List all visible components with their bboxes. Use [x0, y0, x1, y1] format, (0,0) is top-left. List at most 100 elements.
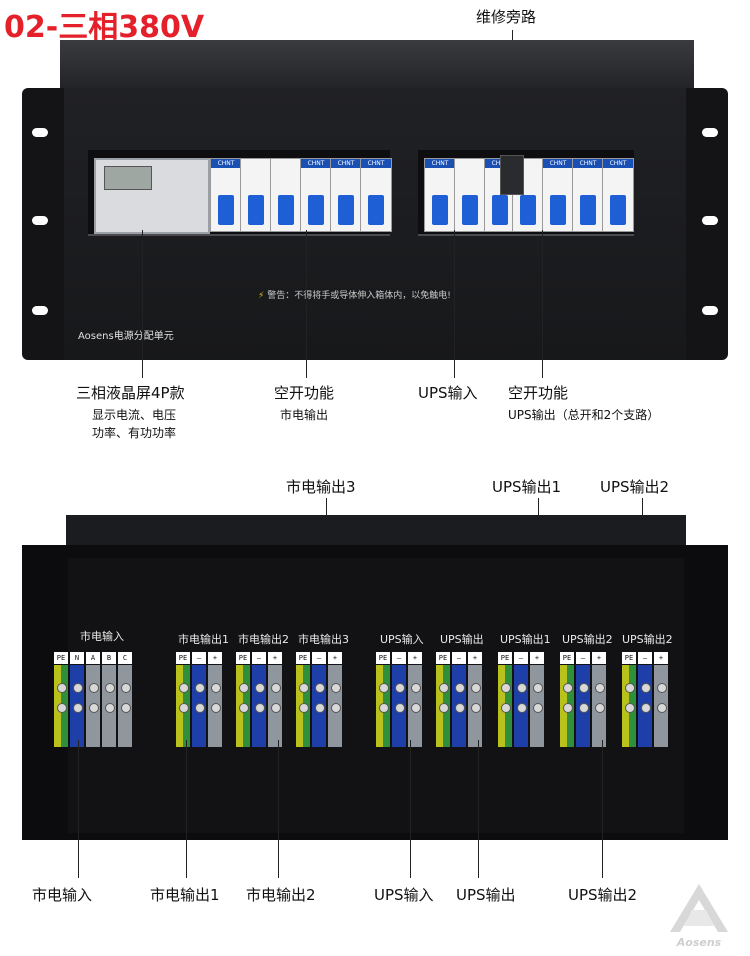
- terminal-2[interactable]: +: [654, 652, 668, 747]
- breaker-mains-out1[interactable]: CHNT: [300, 158, 332, 232]
- terminal-2[interactable]: +: [408, 652, 422, 747]
- breaker-ups-out1[interactable]: CHNT: [542, 158, 574, 232]
- terminal-1[interactable]: —: [312, 652, 326, 747]
- terminal-screw[interactable]: [625, 683, 635, 693]
- terminal-2[interactable]: +: [208, 652, 222, 747]
- terminal-0[interactable]: PE: [560, 652, 574, 747]
- terminal-screw[interactable]: [315, 683, 325, 693]
- terminal-screw[interactable]: [105, 683, 115, 693]
- terminal-0[interactable]: PE: [498, 652, 512, 747]
- terminal-screw[interactable]: [179, 703, 189, 713]
- terminal-1[interactable]: N: [70, 652, 84, 747]
- terminal-screw[interactable]: [517, 683, 527, 693]
- terminal-1[interactable]: —: [192, 652, 206, 747]
- terminal-screw[interactable]: [89, 683, 99, 693]
- terminal-screw[interactable]: [641, 703, 651, 713]
- terminal-1[interactable]: —: [514, 652, 528, 747]
- breaker-mains-main[interactable]: CHNT: [210, 158, 242, 232]
- terminal-screw[interactable]: [579, 703, 589, 713]
- terminal-screw[interactable]: [517, 703, 527, 713]
- terminal-screw[interactable]: [533, 683, 543, 693]
- terminal-screw[interactable]: [315, 703, 325, 713]
- terminal-screw[interactable]: [255, 683, 265, 693]
- maintenance-bypass-switch[interactable]: [500, 155, 524, 195]
- terminal-2[interactable]: +: [328, 652, 342, 747]
- terminal-screw[interactable]: [501, 703, 511, 713]
- terminal-1[interactable]: —: [638, 652, 652, 747]
- terminal-screw[interactable]: [195, 683, 205, 693]
- terminal-1[interactable]: —: [252, 652, 266, 747]
- terminal-1[interactable]: —: [576, 652, 590, 747]
- terminal-screw[interactable]: [563, 683, 573, 693]
- breaker-ups-main-pole2[interactable]: [512, 158, 544, 232]
- breaker-ups-out3[interactable]: CHNT: [602, 158, 634, 232]
- terminal-3[interactable]: B: [102, 652, 116, 747]
- terminal-screw[interactable]: [411, 703, 421, 713]
- terminal-2[interactable]: A: [86, 652, 100, 747]
- terminal-screw[interactable]: [501, 683, 511, 693]
- terminal-screw[interactable]: [379, 683, 389, 693]
- terminal-0[interactable]: PE: [54, 652, 68, 747]
- terminal-screw[interactable]: [271, 683, 281, 693]
- terminal-screw[interactable]: [239, 683, 249, 693]
- terminal-screw[interactable]: [641, 683, 651, 693]
- breaker-ups-out2[interactable]: CHNT: [572, 158, 604, 232]
- terminal-screw[interactable]: [657, 683, 667, 693]
- terminal-screw[interactable]: [657, 703, 667, 713]
- terminal-0[interactable]: PE: [622, 652, 636, 747]
- terminal-screw[interactable]: [211, 683, 221, 693]
- terminal-screw[interactable]: [211, 703, 221, 713]
- terminal-2[interactable]: +: [530, 652, 544, 747]
- terminal-screw[interactable]: [299, 703, 309, 713]
- breaker-ups-in-pole2[interactable]: [454, 158, 486, 232]
- terminal-screw[interactable]: [395, 703, 405, 713]
- terminal-screw[interactable]: [395, 683, 405, 693]
- terminal-0[interactable]: PE: [236, 652, 250, 747]
- terminal-screw[interactable]: [299, 683, 309, 693]
- terminal-0[interactable]: PE: [296, 652, 310, 747]
- terminal-screw[interactable]: [439, 703, 449, 713]
- terminal-screw[interactable]: [379, 703, 389, 713]
- terminal-screw[interactable]: [73, 703, 83, 713]
- terminal-screw[interactable]: [579, 683, 589, 693]
- terminal-screw[interactable]: [57, 703, 67, 713]
- terminal-screw[interactable]: [255, 703, 265, 713]
- terminal-screw[interactable]: [195, 703, 205, 713]
- terminal-screw[interactable]: [563, 703, 573, 713]
- terminal-2[interactable]: +: [592, 652, 606, 747]
- terminal-0[interactable]: PE: [436, 652, 450, 747]
- terminal-1[interactable]: —: [452, 652, 466, 747]
- terminal-screw[interactable]: [595, 703, 605, 713]
- terminal-screw[interactable]: [105, 703, 115, 713]
- terminal-screw[interactable]: [439, 683, 449, 693]
- terminal-screw[interactable]: [331, 703, 341, 713]
- terminal-screw[interactable]: [179, 683, 189, 693]
- breaker-ups-in[interactable]: CHNT: [424, 158, 456, 232]
- terminal-screw[interactable]: [455, 683, 465, 693]
- terminal-screw[interactable]: [331, 683, 341, 693]
- breaker-mains-main-pole2[interactable]: [240, 158, 272, 232]
- terminal-screw[interactable]: [121, 683, 131, 693]
- terminal-2[interactable]: +: [468, 652, 482, 747]
- terminal-screw[interactable]: [57, 683, 67, 693]
- terminal-2[interactable]: +: [268, 652, 282, 747]
- terminal-4[interactable]: C: [118, 652, 132, 747]
- page-title: 02-三相380V: [4, 10, 205, 45]
- terminal-screw[interactable]: [471, 683, 481, 693]
- terminal-1[interactable]: —: [392, 652, 406, 747]
- terminal-screw[interactable]: [121, 703, 131, 713]
- terminal-screw[interactable]: [595, 683, 605, 693]
- terminal-screw[interactable]: [471, 703, 481, 713]
- terminal-screw[interactable]: [625, 703, 635, 713]
- breaker-mains-out3[interactable]: CHNT: [360, 158, 392, 232]
- terminal-screw[interactable]: [239, 703, 249, 713]
- terminal-screw[interactable]: [411, 683, 421, 693]
- terminal-screw[interactable]: [533, 703, 543, 713]
- terminal-screw[interactable]: [455, 703, 465, 713]
- terminal-screw[interactable]: [73, 683, 83, 693]
- rear-callout-mains-in: 市电输入: [32, 886, 93, 904]
- terminal-screw[interactable]: [89, 703, 99, 713]
- terminal-0[interactable]: PE: [176, 652, 190, 747]
- terminal-screw[interactable]: [271, 703, 281, 713]
- terminal-0[interactable]: PE: [376, 652, 390, 747]
